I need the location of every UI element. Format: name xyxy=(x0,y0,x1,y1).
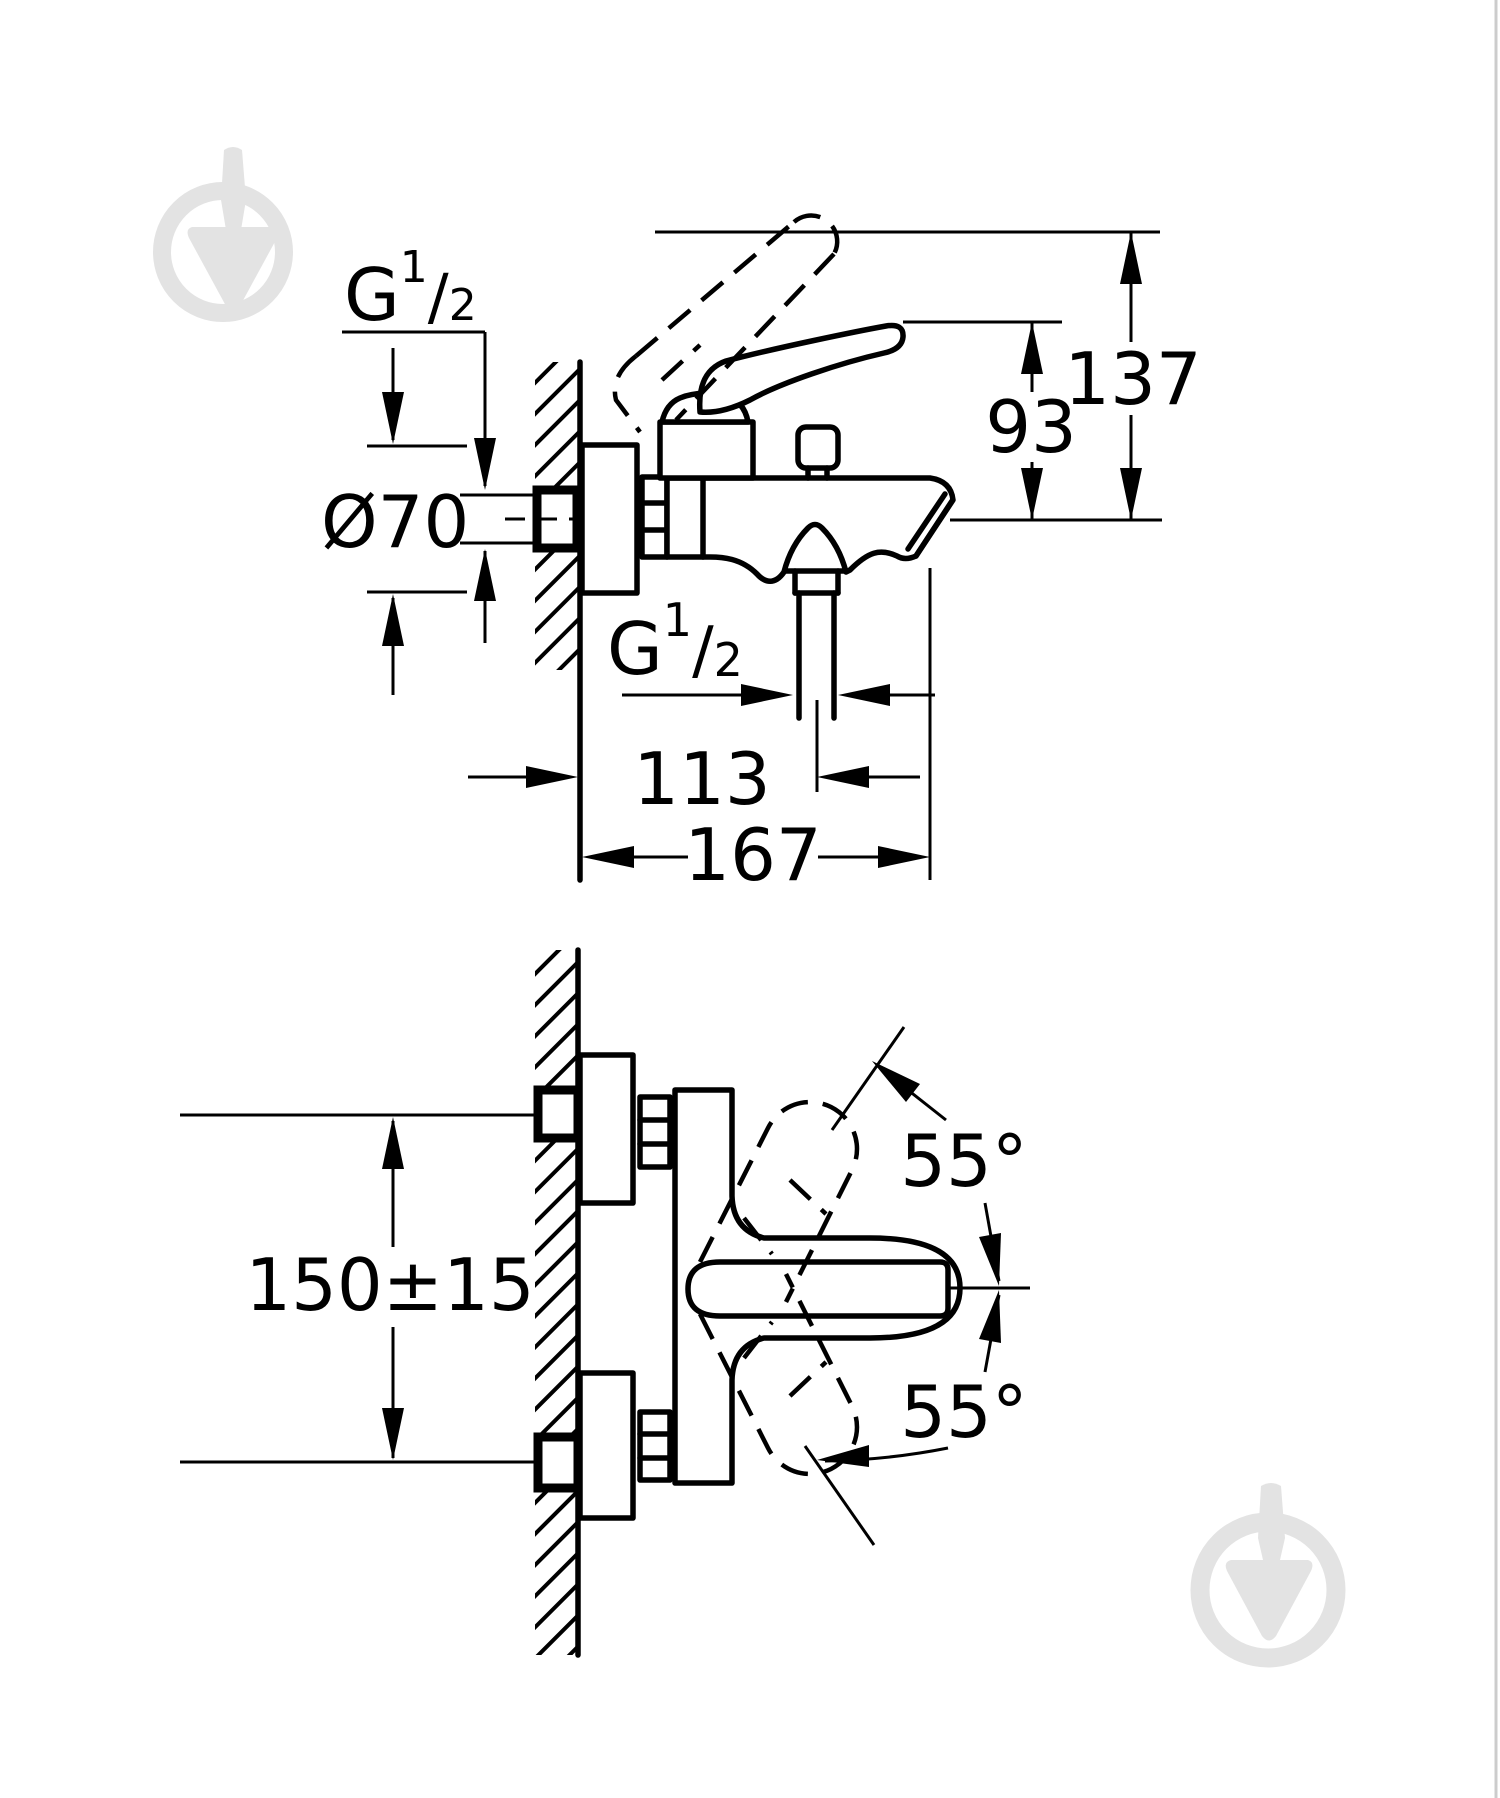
aerator-line xyxy=(913,498,955,559)
lever-swivel-up-dashed xyxy=(697,1099,860,1304)
dim-label-137: 137 xyxy=(1064,337,1201,421)
dim-label-93: 93 xyxy=(985,385,1077,469)
watermark-top-left xyxy=(153,147,293,322)
shower-hose-outlet xyxy=(783,568,847,721)
escutcheon xyxy=(579,442,640,596)
supply-fitting xyxy=(505,485,648,553)
side-view: G1/2 Ø70 93 xyxy=(321,213,1202,897)
union-nut-top xyxy=(637,1094,673,1170)
dim-angle-down: 55° xyxy=(803,1286,1030,1546)
lever-side-view xyxy=(696,322,906,415)
dim-label-thread-wall: G1/2 xyxy=(344,242,477,337)
dim-label-167: 167 xyxy=(684,813,821,897)
dim-spacing-150: 150±15 xyxy=(180,1113,536,1464)
lever-inner-contour xyxy=(685,1259,951,1319)
lever-raised-dashed xyxy=(612,213,840,434)
dim-depth-167: 167 xyxy=(582,568,932,897)
dim-offset-113: 113 xyxy=(468,700,920,821)
dim-height-93: 93 xyxy=(903,320,1077,520)
dim-label-55-down: 55° xyxy=(900,1370,1028,1454)
dim-height-137: 137 xyxy=(655,230,1202,522)
dim-label-escutcheon: Ø70 xyxy=(321,480,469,564)
trowel-logo-icon xyxy=(153,147,293,322)
supply-fitting-top xyxy=(533,1085,583,1143)
escutcheon-top xyxy=(577,1052,636,1206)
dim-angle-up: 55° xyxy=(830,1026,1028,1286)
aerator-line xyxy=(905,491,948,552)
dim-label-113: 113 xyxy=(633,737,770,821)
plan-view: 150±15 55° 55° xyxy=(180,947,1030,1658)
dim-label-150: 150±15 xyxy=(245,1243,534,1327)
cartridge-base xyxy=(657,419,756,481)
dim-label-thread-outlet: G1/2 xyxy=(607,593,743,691)
dim-thread-wall: G1/2 xyxy=(342,242,535,643)
lever-swivel-down-dashed xyxy=(697,1272,860,1477)
trowel-logo-icon xyxy=(1190,1483,1346,1668)
union-nut xyxy=(639,474,670,560)
diverter-knob xyxy=(795,424,841,481)
escutcheon-bottom xyxy=(577,1370,636,1521)
dim-label-55-up: 55° xyxy=(900,1119,1028,1203)
mixer-body xyxy=(664,475,956,584)
wall-section xyxy=(535,947,581,1658)
union-nut-bottom xyxy=(637,1409,673,1483)
supply-fitting-bottom xyxy=(533,1432,583,1493)
wall-section xyxy=(535,359,583,883)
watermark-bottom-right xyxy=(1190,1483,1346,1668)
dim-thread-outlet: G1/2 xyxy=(607,593,935,706)
dim-escutcheon-diameter: Ø70 xyxy=(321,348,469,695)
